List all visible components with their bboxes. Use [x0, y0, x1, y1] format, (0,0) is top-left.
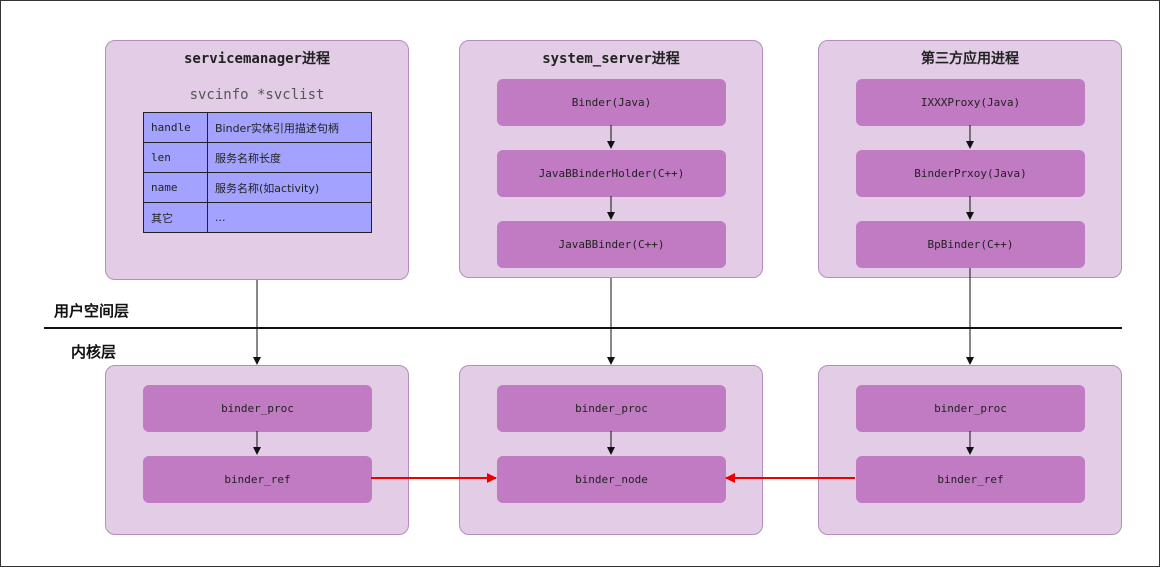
- table-row: len 服务名称长度: [143, 142, 372, 173]
- user-space-layer-label: 用户空间层: [54, 302, 130, 320]
- javabbinderholder-node: JavaBBinderHolder(C++): [497, 150, 726, 197]
- svcinfo-table: handle Binder实体引用描述句柄 len 服务名称长度 name 服务…: [143, 112, 372, 233]
- binder-ref-node: binder_ref: [856, 456, 1085, 503]
- table-key: name: [143, 172, 208, 203]
- kernel-layer-label: 内核层: [71, 343, 117, 361]
- table-row: name 服务名称(如activity): [143, 172, 372, 203]
- kernel-third-party-box: binder_proc binder_ref: [818, 365, 1122, 535]
- table-row: handle Binder实体引用描述句柄: [143, 112, 372, 143]
- table-value: 服务名称(如activity): [207, 172, 372, 203]
- third-party-process-box: 第三方应用进程 IXXXProxy(Java) BinderPrxoy(Java…: [818, 40, 1122, 278]
- binder-java-node: Binder(Java): [497, 79, 726, 126]
- table-value: ...: [207, 202, 372, 233]
- javabbinder-node: JavaBBinder(C++): [497, 221, 726, 268]
- table-value: Binder实体引用描述句柄: [207, 112, 372, 143]
- system-server-process-box: system_server进程 Binder(Java) JavaBBinder…: [459, 40, 763, 278]
- svclist-label: svcinfo *svclist: [189, 87, 325, 103]
- binder-proc-node: binder_proc: [143, 385, 372, 432]
- bpbinder-node: BpBinder(C++): [856, 221, 1085, 268]
- binder-ref-node: binder_ref: [143, 456, 372, 503]
- servicemanager-title: servicemanager进程: [183, 51, 330, 67]
- binder-node-node: binder_node: [497, 456, 726, 503]
- table-value: 服务名称长度: [207, 142, 372, 173]
- binder-proc-node: binder_proc: [856, 385, 1085, 432]
- binder-proc-node: binder_proc: [497, 385, 726, 432]
- table-row: 其它 ...: [143, 202, 372, 233]
- system-server-title: system_server进程: [542, 51, 680, 67]
- table-key: 其它: [143, 202, 208, 233]
- binderproxy-node: BinderPrxoy(Java): [856, 150, 1085, 197]
- third-party-title: 第三方应用进程: [921, 51, 1019, 67]
- servicemanager-process-box: servicemanager进程 svcinfo *svclist handle…: [105, 40, 409, 280]
- ixxxproxy-node: IXXXProxy(Java): [856, 79, 1085, 126]
